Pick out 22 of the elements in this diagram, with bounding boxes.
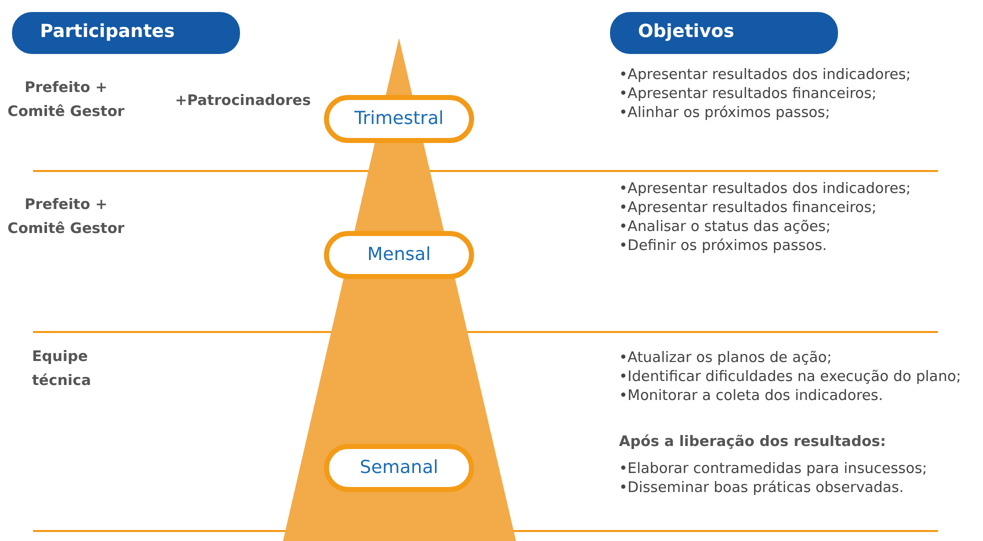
subheading: Após a liberação dos resultados: — [619, 433, 886, 452]
objective-item: •Apresentar resultados dos indicadores; — [619, 181, 911, 197]
objective-item: •Alinhar os próximos passos; — [619, 105, 830, 121]
objective-item: •Definir os próximos passos. — [619, 238, 827, 254]
objective-item: •Apresentar resultados dos indicadores; — [619, 67, 911, 83]
objective-item: •Disseminar boas práticas observadas. — [619, 480, 904, 496]
section-header: Objetivos — [610, 12, 838, 54]
frequency-pill: Trimestral — [324, 95, 474, 143]
participant-label: +Patrocinadores — [175, 92, 311, 111]
participant-label: Prefeito + Comitê Gestor — [6, 79, 126, 122]
objective-item: •Apresentar resultados financeiros; — [619, 200, 876, 216]
section-header: Participantes — [12, 12, 240, 54]
objective-item: •Monitorar a coleta dos indicadores. — [619, 388, 883, 404]
objective-item: •Atualizar os planos de ação; — [619, 350, 832, 366]
objective-item: •Analisar o status das ações; — [619, 219, 831, 235]
objective-item: •Identificar dificuldades na execução do plano; — [619, 369, 962, 385]
frequency-pill: Semanal — [324, 444, 474, 492]
participant-label: Prefeito + Comitê Gestor — [6, 196, 126, 239]
participant-label: Equipe técnica — [32, 348, 92, 391]
objective-item: •Elaborar contramedidas para insucessos; — [619, 461, 928, 477]
frequency-pill: Mensal — [324, 231, 474, 279]
objective-item: •Apresentar resultados financeiros; — [619, 86, 876, 102]
